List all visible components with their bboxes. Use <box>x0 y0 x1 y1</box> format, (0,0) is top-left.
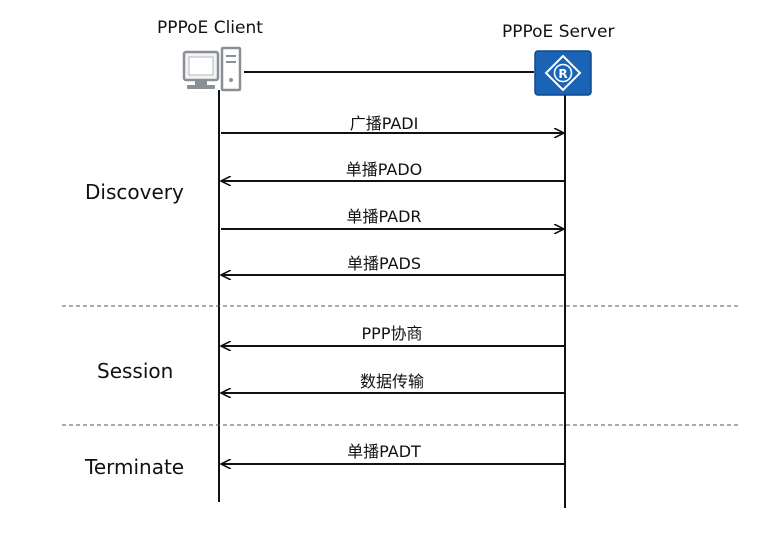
phase-label-discovery: Discovery <box>85 180 184 204</box>
message-label: 单播PADT <box>347 442 421 461</box>
message-arrows <box>221 133 564 464</box>
phase-label-terminate: Terminate <box>85 455 185 479</box>
message-label: 单播PADR <box>346 207 422 226</box>
router-icon: R <box>534 50 592 96</box>
message-label: PPP协商 <box>361 324 423 343</box>
client-label: PPPoE Client <box>157 18 263 38</box>
computer-icon <box>182 46 242 92</box>
message-label: 单播PADS <box>346 254 422 273</box>
svg-text:R: R <box>558 67 567 81</box>
server-label: PPPoE Server <box>502 22 615 42</box>
message-label: 广播PADI <box>349 114 419 133</box>
message-label: 单播PADO <box>345 160 423 179</box>
message-label: 数据传输 <box>359 372 425 391</box>
phase-label-session: Session <box>97 359 174 383</box>
